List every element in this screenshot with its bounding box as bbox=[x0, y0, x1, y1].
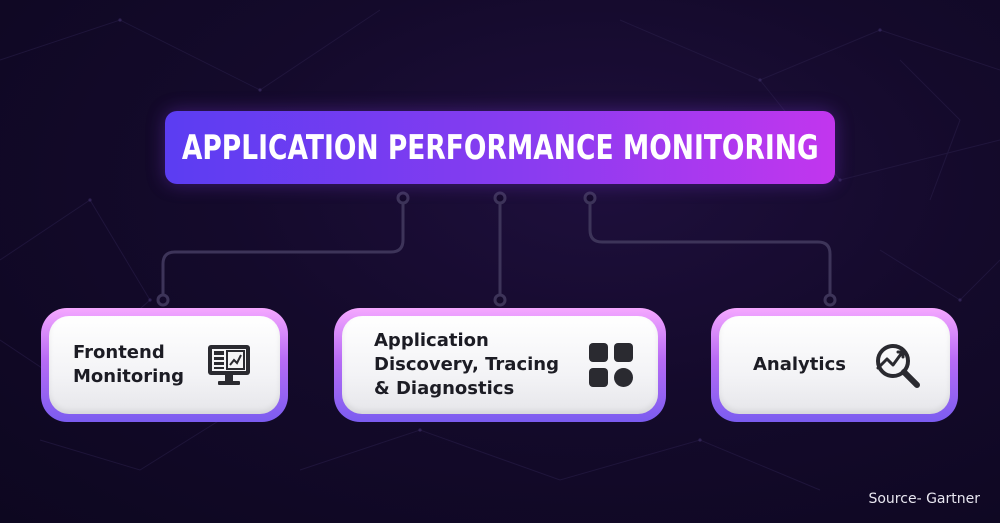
analytics-search-icon bbox=[874, 342, 922, 388]
source-credit: Source- Gartner bbox=[868, 491, 980, 507]
connector-node bbox=[823, 293, 837, 307]
title-banner: APPLICATION PERFORMANCE MONITORING bbox=[165, 111, 835, 184]
connector-node bbox=[493, 191, 507, 205]
card-body: Frontend Monitoring bbox=[49, 316, 280, 414]
card-analytics: Analytics bbox=[711, 308, 958, 422]
diagram-title: APPLICATION PERFORMANCE MONITORING bbox=[181, 127, 819, 168]
connector-node bbox=[493, 293, 507, 307]
card-body: Analytics bbox=[719, 316, 950, 414]
card-label: Frontend Monitoring bbox=[73, 342, 184, 387]
card-frontend-monitoring: Frontend Monitoring bbox=[41, 308, 288, 422]
card-body: Application Discovery, Tracing & Diagnos… bbox=[342, 316, 658, 414]
connector-node bbox=[583, 191, 597, 205]
card-label: Application Discovery, Tracing & Diagnos… bbox=[374, 330, 559, 399]
card-label: Analytics bbox=[753, 354, 846, 375]
app-grid-icon bbox=[588, 342, 634, 388]
connector-node bbox=[396, 191, 410, 205]
monitor-dashboard-icon bbox=[206, 343, 252, 387]
card-application-discovery: Application Discovery, Tracing & Diagnos… bbox=[334, 308, 666, 422]
connector-node bbox=[156, 293, 170, 307]
